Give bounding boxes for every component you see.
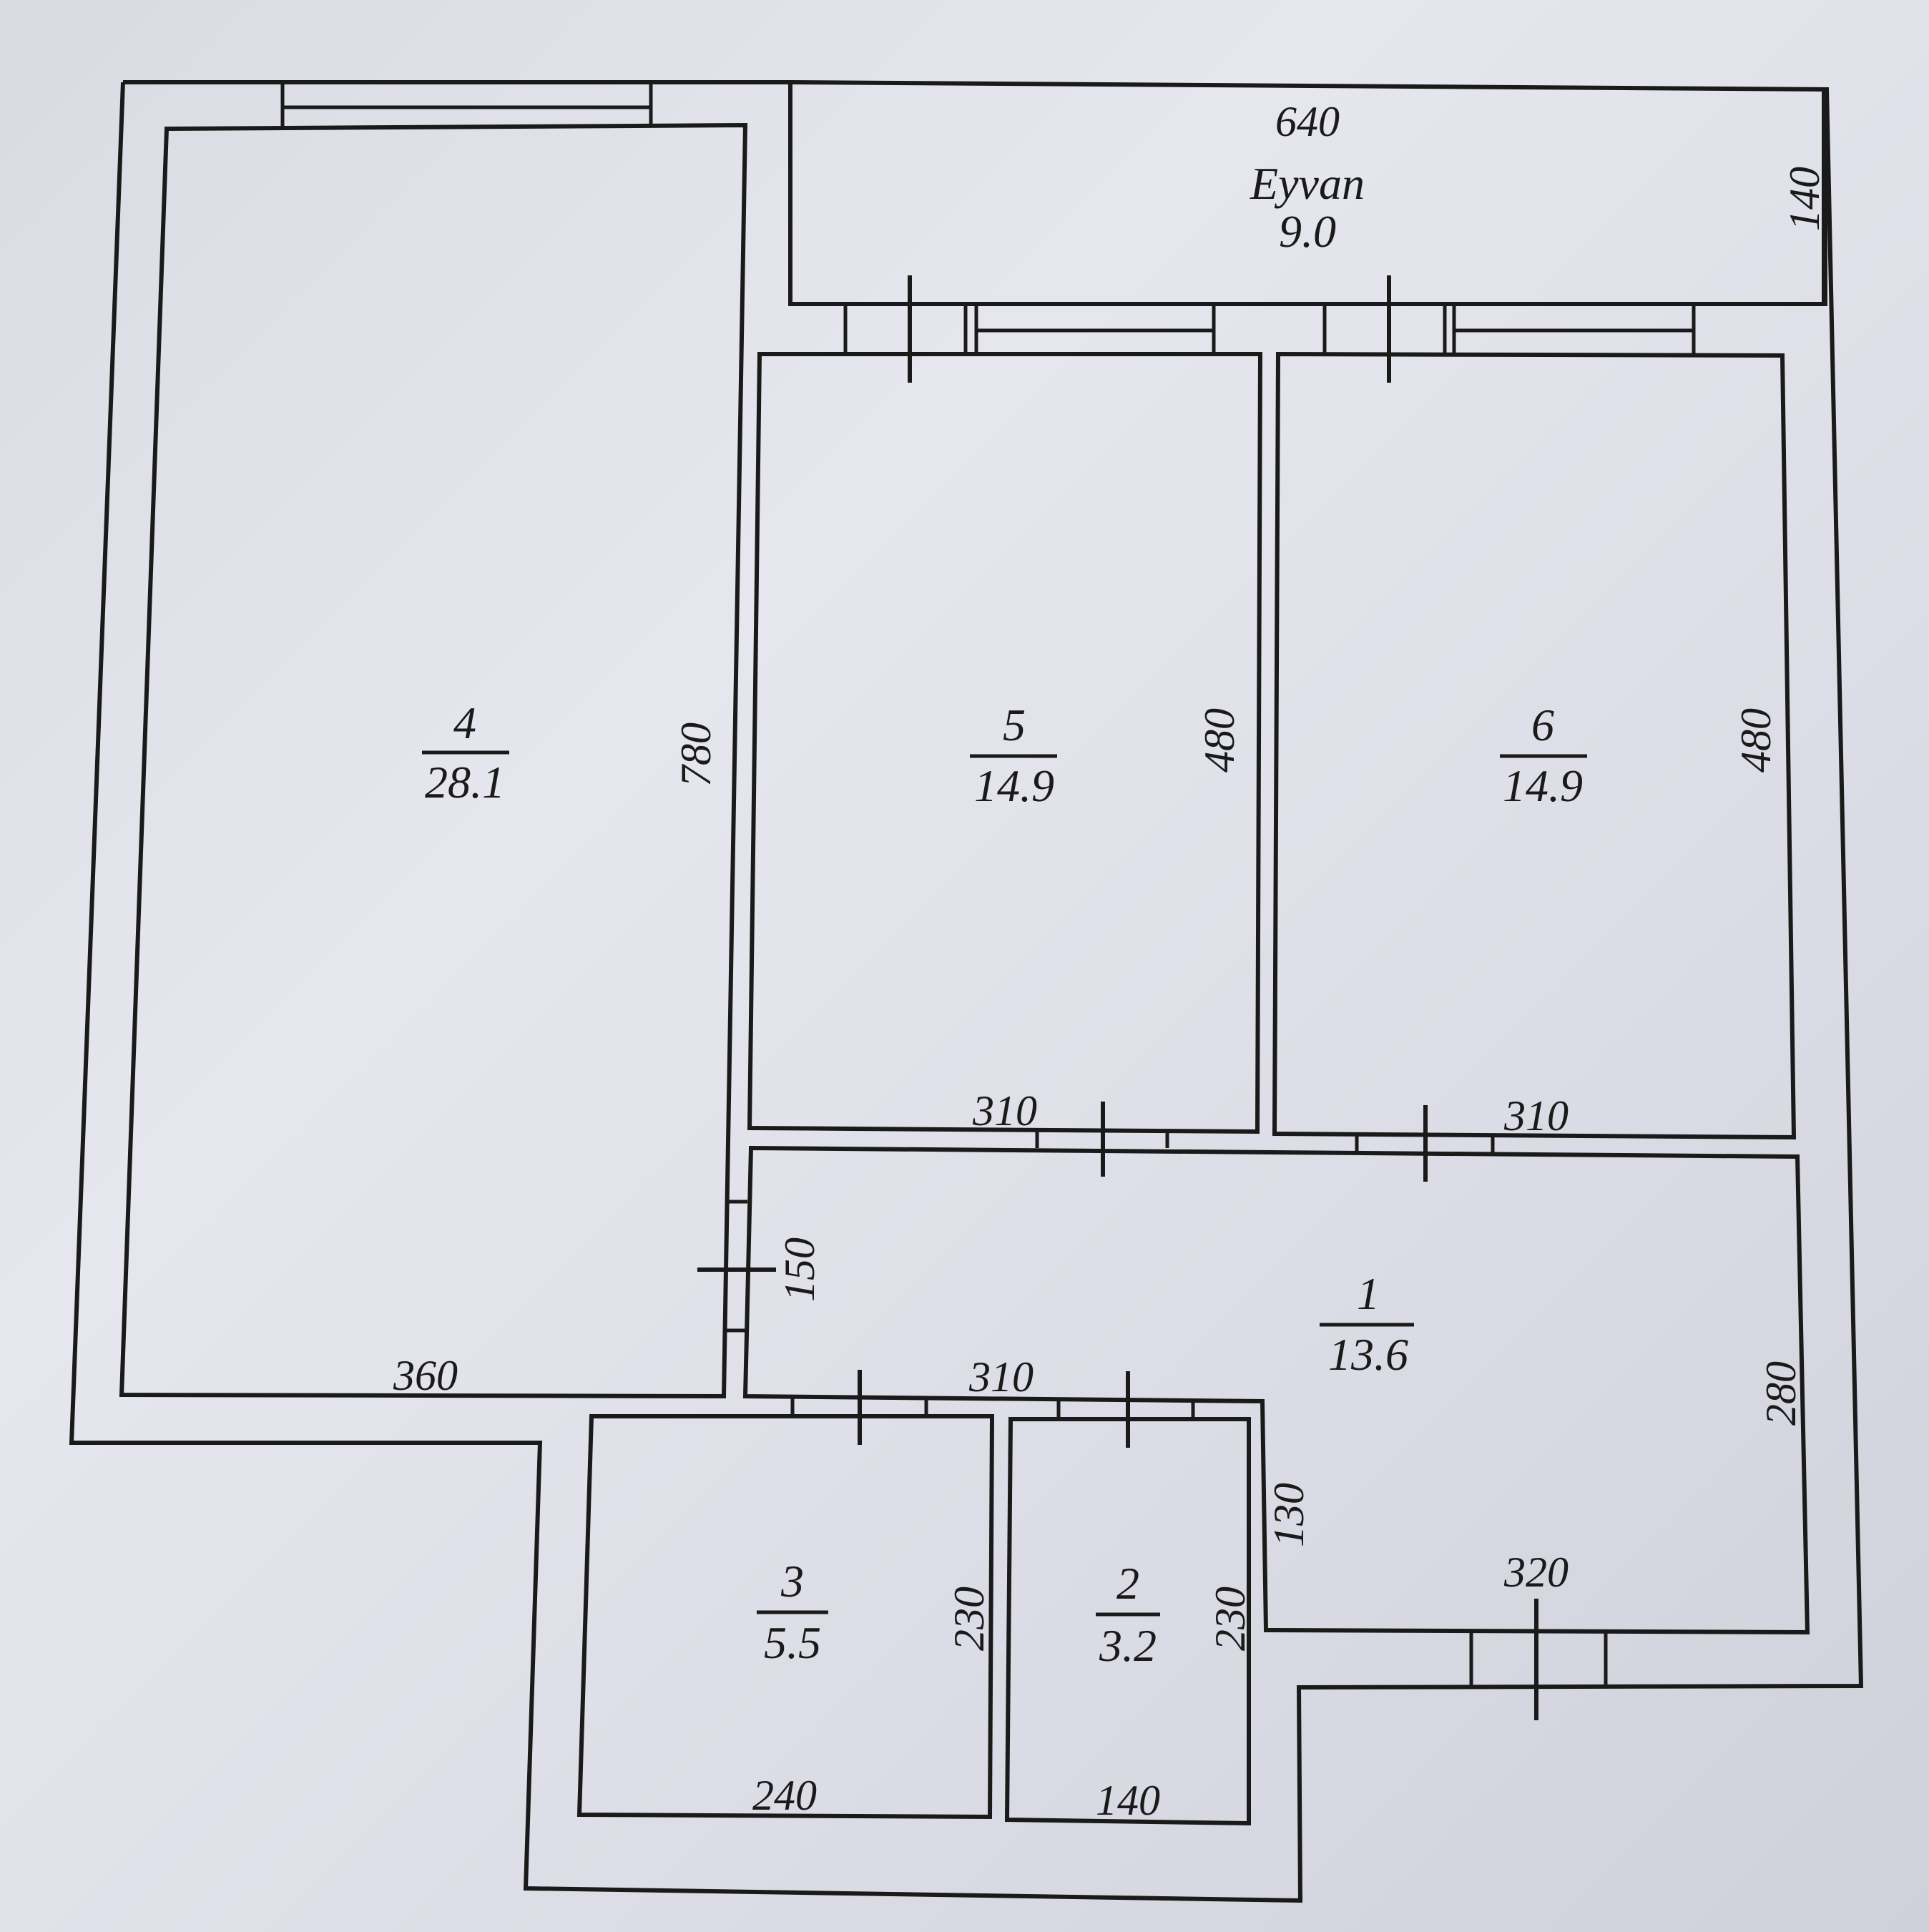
room-5-width-dim: 310 <box>972 1087 1037 1134</box>
room-5-height-dim: 480 <box>1196 708 1243 773</box>
door-room-2 <box>1056 1371 1195 1448</box>
room-5-number: 5 <box>1003 700 1026 750</box>
window-room-4 <box>280 82 653 127</box>
room-3-height-dim: 230 <box>946 1587 993 1651</box>
balcony-width-dim: 640 <box>1275 98 1340 145</box>
room-6-width-dim: 310 <box>1503 1092 1569 1139</box>
room-5-outline <box>747 352 1263 1134</box>
room-2-number: 2 <box>1116 1558 1139 1609</box>
door-room-4 <box>697 1200 776 1333</box>
room-3-outline <box>576 1414 995 1820</box>
door-room-5 <box>1035 1102 1169 1177</box>
room-6-area: 14.9 <box>1503 760 1583 811</box>
room-6-height-dim: 480 <box>1732 708 1780 773</box>
room-2-height-dim: 230 <box>1207 1587 1254 1651</box>
balcony-door-room-5 <box>843 275 968 383</box>
room-1-door-dim: 150 <box>776 1237 823 1302</box>
room-1-notch-dim: 130 <box>1265 1483 1312 1547</box>
balcony-door-room-6 <box>1322 275 1447 383</box>
balcony-depth-dim: 140 <box>1781 167 1828 231</box>
room-1-width-top-dim: 310 <box>968 1353 1034 1401</box>
room-2-width-dim: 140 <box>1096 1777 1160 1824</box>
room-3-width-dim: 240 <box>752 1772 817 1819</box>
room-2-area: 3.2 <box>1099 1620 1157 1671</box>
room-3-number: 3 <box>780 1556 804 1607</box>
room-5-area: 14.9 <box>974 760 1054 811</box>
room-6-outline <box>1272 351 1797 1140</box>
balcony-area: 9.0 <box>1279 206 1336 257</box>
room-4-number: 4 <box>453 697 476 748</box>
balcony-name: Eyvan <box>1250 158 1365 209</box>
room-4-area: 28.1 <box>425 757 505 808</box>
door-room-6 <box>1355 1105 1495 1182</box>
room-3-area: 5.5 <box>764 1617 821 1668</box>
door-room-3 <box>790 1370 928 1445</box>
room-4-height-dim: 780 <box>672 722 720 787</box>
room-6-number: 6 <box>1531 700 1554 750</box>
room-1-height-dim: 280 <box>1757 1361 1805 1426</box>
balcony-outline <box>790 80 1827 306</box>
room-4-outline <box>119 122 748 1399</box>
room-1-number: 1 <box>1357 1268 1380 1319</box>
entrance-door <box>1469 1599 1608 1720</box>
room-1-area: 13.6 <box>1328 1329 1408 1380</box>
room-4-width-dim: 360 <box>393 1352 458 1399</box>
window-room-6 <box>1452 304 1696 354</box>
room-1-outline <box>742 1145 1810 1635</box>
window-room-5 <box>974 304 1216 354</box>
room-2-outline <box>1004 1417 1251 1826</box>
room-1-width-bottom-dim: 320 <box>1503 1549 1569 1596</box>
